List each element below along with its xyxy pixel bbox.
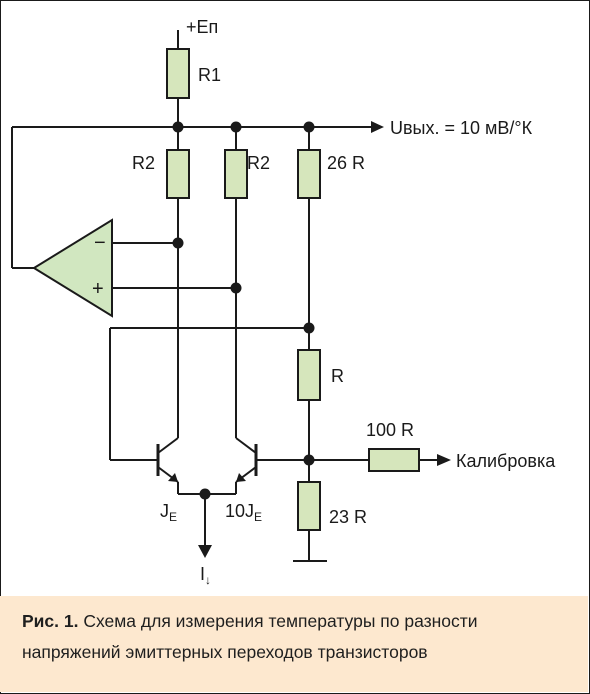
caption-text: Схема для измерения температуры по разно… xyxy=(22,611,478,662)
supply-label: +Eп xyxy=(186,17,218,37)
junction-dot xyxy=(172,121,184,133)
junctions xyxy=(172,121,315,500)
caption-lead: Рис. 1. xyxy=(22,611,79,631)
wires xyxy=(11,30,437,562)
opamp-plus-label: + xyxy=(92,278,104,300)
current-label: I↓ xyxy=(200,564,211,587)
je-right-label: 10JE xyxy=(225,501,262,524)
opamp-triangle xyxy=(32,218,113,318)
r100-label: 100 R xyxy=(366,420,414,440)
current-sub: ↓ xyxy=(205,573,211,587)
junction-dot xyxy=(230,121,242,133)
r2-right-label: R2 xyxy=(247,153,270,173)
resistor-100r xyxy=(368,448,420,472)
je-right-sub: E xyxy=(254,510,262,524)
resistor-26r xyxy=(297,149,321,199)
right-emitter-arrow-icon xyxy=(236,473,246,482)
r2-left-label: R2 xyxy=(132,153,155,173)
r1-label: R1 xyxy=(198,65,221,85)
r26-label: 26 R xyxy=(327,153,365,173)
je-left-sub: E xyxy=(169,510,177,524)
resistors xyxy=(166,48,420,531)
junction-dot xyxy=(303,454,315,466)
circuit-diagram: +Eп R1 R2 R2 26 R Uвых. = 10 мВ/°К − + R… xyxy=(11,17,556,587)
arrowheads xyxy=(168,121,451,558)
resistor-23r xyxy=(297,481,321,531)
junction-dot xyxy=(303,322,315,334)
je-right-main: 10J xyxy=(225,501,254,521)
output-label: Uвых. = 10 мВ/°К xyxy=(390,118,533,138)
je-left-label: JE xyxy=(160,501,177,524)
output-arrow-icon xyxy=(371,121,384,133)
resistor-r2-right xyxy=(224,149,248,199)
figure-caption: Рис. 1. Схема для измерения температуры … xyxy=(22,606,572,668)
calibration-arrow-icon xyxy=(437,454,451,466)
opamp-minus-label: − xyxy=(94,232,106,254)
left-emitter-arrow-icon xyxy=(168,473,178,482)
junction-dot xyxy=(303,121,315,133)
resistor-r1 xyxy=(166,48,190,99)
resistor-r2-left xyxy=(166,149,190,199)
r-mid-label: R xyxy=(331,366,344,386)
calibration-label: Калибровка xyxy=(456,451,556,471)
resistor-r xyxy=(297,349,321,401)
junction-dot xyxy=(199,488,211,500)
je-left-main: J xyxy=(160,501,169,521)
junction-dot xyxy=(172,237,184,249)
current-main: I xyxy=(200,564,205,584)
junction-dot xyxy=(230,282,242,294)
r23-label: 23 R xyxy=(329,507,367,527)
caption-background xyxy=(0,596,588,692)
current-arrow-icon xyxy=(198,545,212,558)
